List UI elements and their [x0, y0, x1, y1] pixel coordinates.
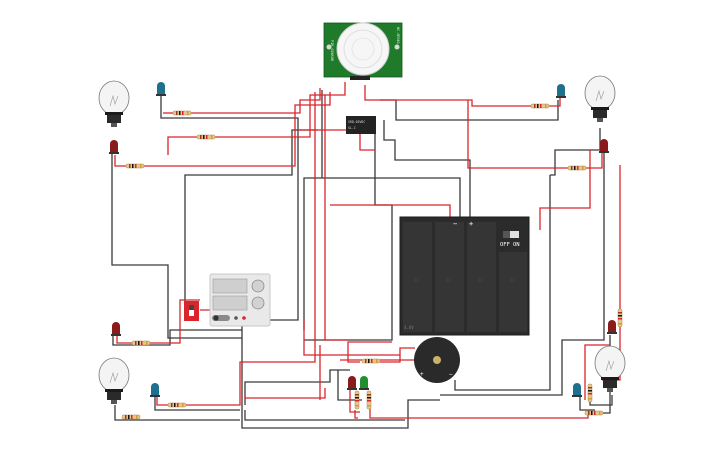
battery-cell-label-2: AA: [446, 278, 451, 283]
led-icon: [607, 320, 617, 334]
relay-label-line1: SRD-05VDC: [348, 120, 365, 124]
pir-motion-sensor: PIR SENSOR HC-SR501: [323, 22, 403, 80]
battery-cell-label-1: AA: [414, 278, 419, 283]
light-bulb-icon: [594, 345, 626, 393]
battery-plus-terminal: +: [469, 220, 473, 228]
relay-label-line2: SL-C: [348, 126, 356, 130]
buzzer-minus-terminal: −: [449, 371, 453, 378]
led-icon: [111, 322, 121, 336]
led-icon: [347, 376, 357, 390]
led-icon: [156, 82, 166, 96]
power-meter: [209, 273, 271, 327]
pir-side-text-right: HC-SR501: [396, 27, 400, 44]
led-icon: [359, 376, 369, 390]
battery-minus-terminal: −: [453, 220, 457, 228]
battery-pack: AA AA AA AA − + OFF ON 4.8V: [399, 216, 530, 336]
meter-knob-top[interactable]: [251, 279, 265, 293]
led-icon: [109, 140, 119, 154]
relay-module-icon: [346, 116, 376, 134]
buzzer-plus-terminal: +: [420, 371, 424, 378]
led-icon: [599, 139, 609, 153]
light-bulb-icon: [98, 80, 130, 128]
battery-cell-label-3: AA: [478, 278, 483, 283]
pir-motion-sensor-icon: [336, 22, 390, 76]
relay-module: SRD-05VDC SL-C: [346, 116, 376, 134]
meter-knob-bottom[interactable]: [251, 296, 265, 310]
black-wires: [111, 90, 613, 429]
led-icon: [572, 383, 582, 397]
pir-side-text-left: PIR SENSOR: [330, 40, 334, 62]
piezo-buzzer: + −: [414, 337, 460, 383]
battery-cell-label-4: AA: [510, 278, 515, 283]
led-icon: [556, 84, 566, 98]
battery-switch-on-label: ON: [513, 242, 520, 248]
battery-corner-label: 4.8V: [404, 325, 414, 330]
resistors: [121, 103, 623, 420]
battery-power-switch[interactable]: [503, 231, 519, 238]
battery-switch-off-label: OFF: [500, 242, 510, 248]
led-icon: [150, 383, 160, 397]
light-bulb-icon: [584, 75, 616, 123]
slide-switch[interactable]: [184, 301, 199, 321]
light-bulb-icon: [98, 357, 130, 405]
